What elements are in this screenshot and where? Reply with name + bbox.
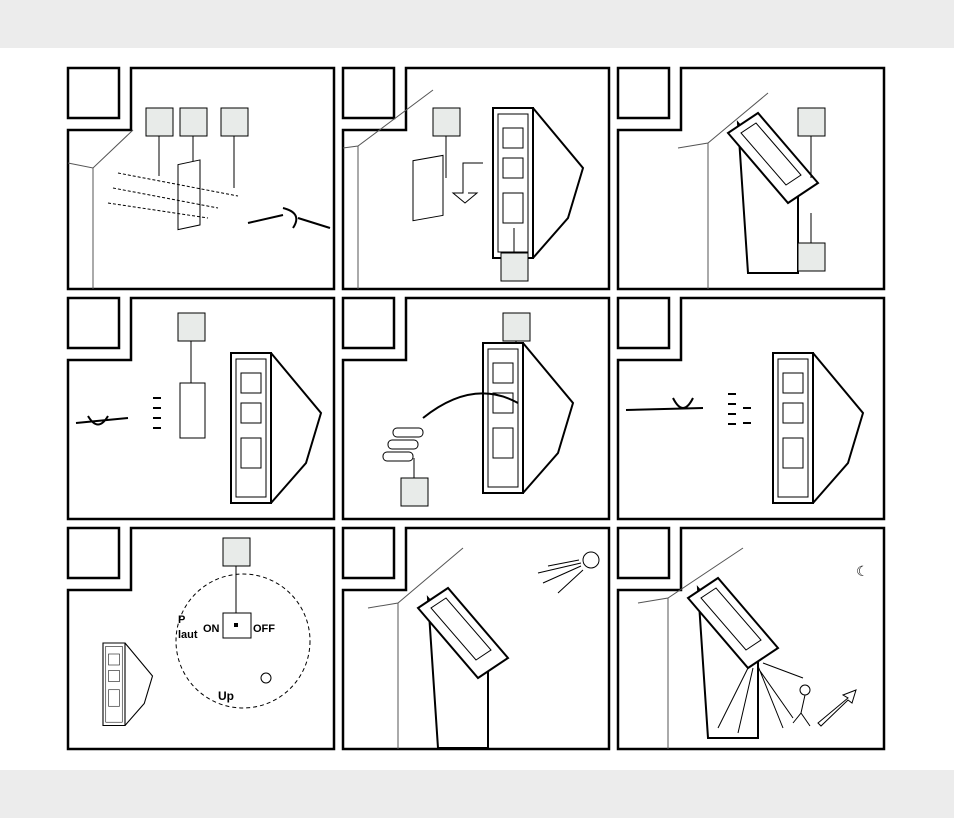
panel-8-daylight-charging (341, 526, 611, 751)
top-band (0, 0, 954, 48)
callout-box (222, 537, 251, 567)
callout-box (177, 312, 206, 342)
power-switch (222, 612, 252, 639)
panel-5-insert-batteries (341, 296, 611, 521)
callout-box (220, 107, 249, 137)
switch-on-label: ON (203, 623, 220, 635)
callout-box (400, 477, 429, 507)
switch-off-label: OFF (253, 623, 275, 635)
callout-box (797, 242, 826, 272)
callout-box (797, 107, 826, 137)
callout-box (145, 107, 174, 137)
switch-up-label: Up (218, 689, 234, 703)
sun-icon (582, 551, 600, 569)
person-icon (799, 684, 811, 696)
panel-9-night-motion: ☾ (616, 526, 886, 751)
panel-1-wall-mount (66, 66, 336, 291)
panel-3-mounted-light (616, 66, 886, 291)
switch-laut-label: laut (178, 629, 198, 641)
moon-icon: ☾ (856, 563, 869, 579)
callout-box (432, 107, 461, 137)
panel-6-refit-back-plate (616, 296, 886, 521)
panel-7-power-switch: ON OFF P laut Up (66, 526, 336, 751)
callout-box (500, 252, 529, 282)
callout-box (179, 107, 208, 137)
switch-p-label: P (178, 614, 185, 626)
arrow-icon (817, 689, 857, 727)
panel-2-attach-bracket (341, 66, 611, 291)
bottom-band (0, 770, 954, 818)
panel-4-remove-back-plate (66, 296, 336, 521)
callout-box (502, 312, 531, 342)
